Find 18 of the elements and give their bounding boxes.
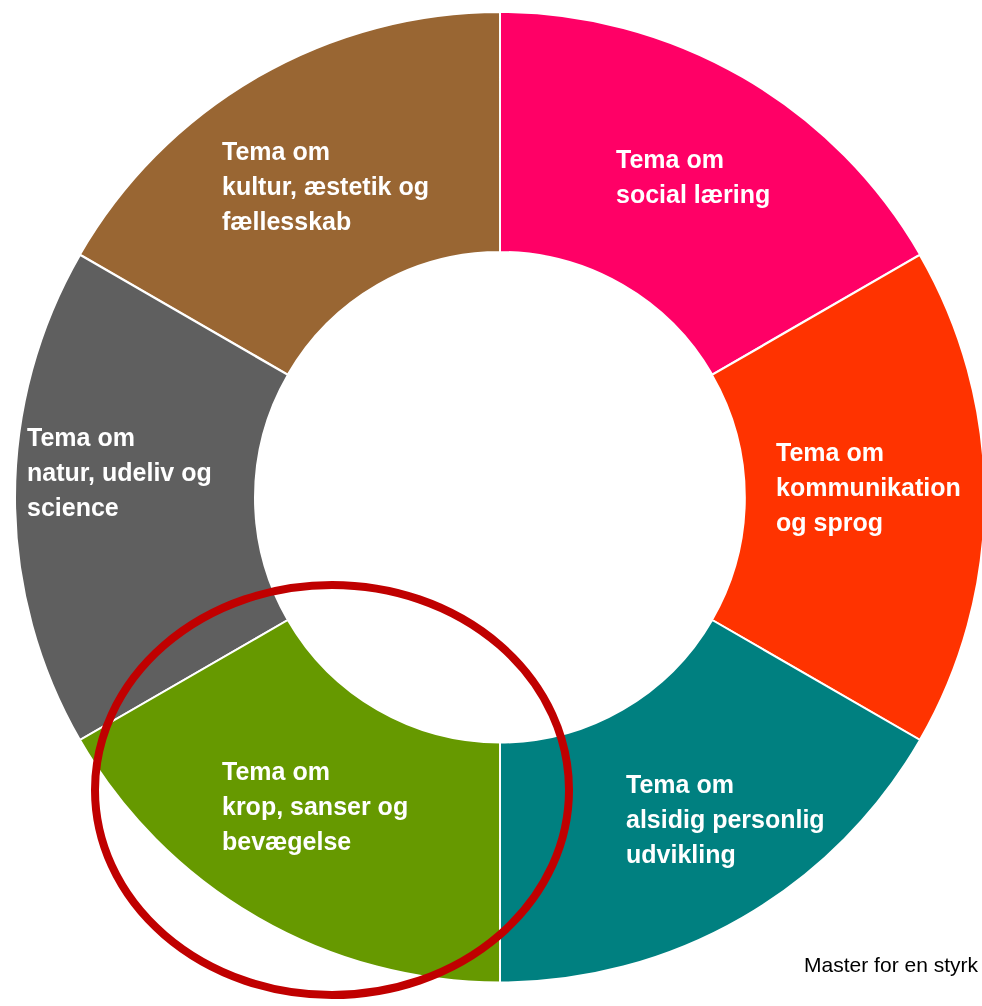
segment-heading: Tema om <box>626 769 735 800</box>
segment-label: krop, sanser og bevægelse <box>222 791 410 857</box>
segment-heading: Tema om <box>222 136 331 167</box>
segment-heading: Tema om <box>27 422 136 453</box>
segment-label: social læring <box>616 179 772 210</box>
segment-heading: Tema om <box>222 756 331 787</box>
segment-label: kommunikation og sprog <box>776 472 962 538</box>
segment-label: alsidig personlig udvikling <box>626 804 826 870</box>
ring-segment <box>712 254 982 740</box>
ring-segment <box>500 12 920 375</box>
segment-label: kultur, æstetik og fællesskab <box>222 171 430 237</box>
ring-segment <box>15 254 288 740</box>
segment-heading: Tema om <box>616 144 725 175</box>
ring-segment <box>79 619 500 982</box>
footnote-text: Master for en styrk <box>804 953 978 977</box>
segment-label: natur, udeliv og science <box>27 457 213 523</box>
segment-heading: Tema om <box>776 437 885 468</box>
ring-segment <box>79 12 500 375</box>
